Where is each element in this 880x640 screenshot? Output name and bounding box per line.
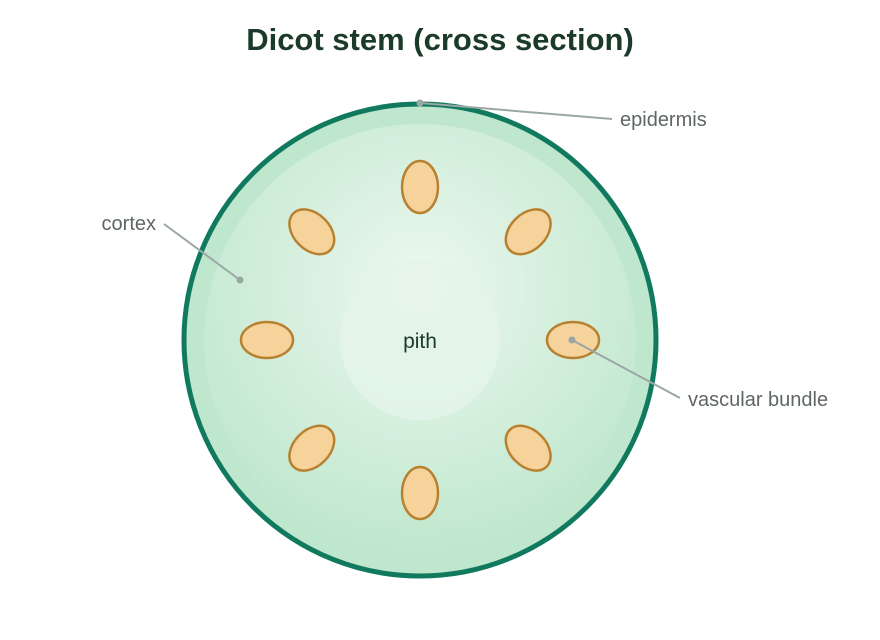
pith-region [340, 260, 500, 420]
vascular-bundle-leader [571, 339, 681, 399]
vascular-bundle-4 [504, 424, 552, 472]
epidermis-leader [419, 102, 613, 120]
vascular-bundle-2 [504, 208, 552, 256]
vascular-bundle-6 [288, 424, 336, 472]
vascular-bundle-dot [568, 336, 576, 344]
cortex-dot [236, 276, 244, 284]
epidermis-label: epidermis [620, 109, 707, 131]
leader-dots [236, 99, 576, 344]
diagram-title: Dicot stem (cross section) [246, 22, 634, 57]
pith-label: pith [403, 330, 437, 353]
vascular-bundle-group [239, 159, 601, 521]
vascular-bundle-label: vascular bundle [688, 389, 828, 411]
vascular-bundle-5 [400, 465, 440, 521]
vascular-bundle-8 [288, 208, 336, 256]
vascular-bundle-7 [239, 320, 295, 360]
vascular-bundle-1 [400, 159, 440, 215]
epidermis-dot [416, 99, 424, 107]
cortex-leader [163, 223, 241, 281]
cortex-label: cortex [102, 213, 156, 235]
leader-lines [163, 102, 681, 399]
